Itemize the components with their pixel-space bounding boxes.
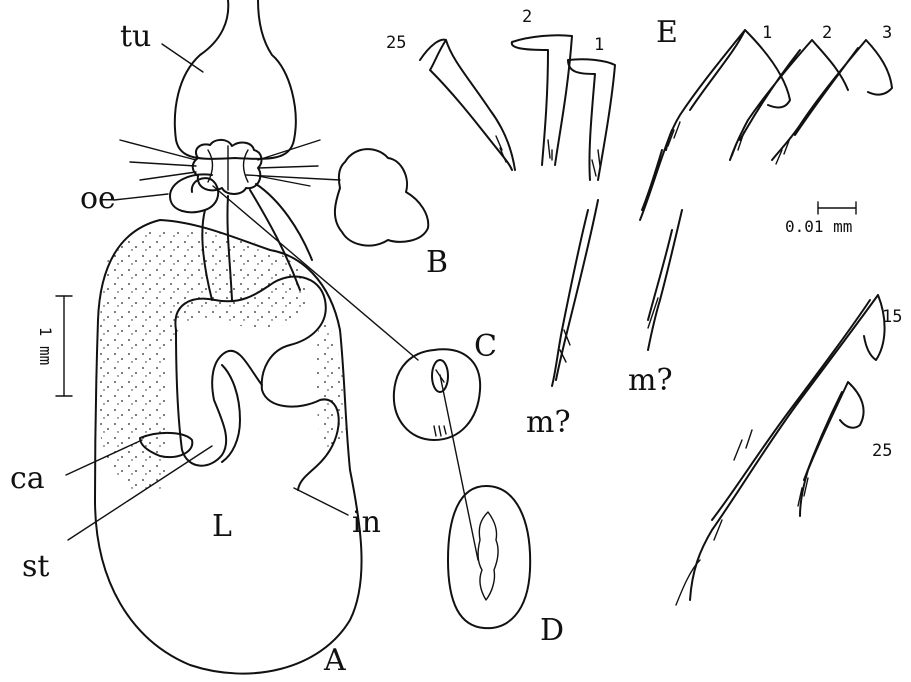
num-2-right: 2 [822, 23, 832, 43]
left-scale-bar: 1 mm [36, 296, 72, 396]
seta-mid [640, 130, 672, 220]
label-m-left: m? [526, 405, 571, 440]
stomach-outline [176, 330, 262, 466]
figure-a-body [95, 0, 362, 674]
label-E: E [656, 15, 678, 50]
seta-m-a [552, 200, 598, 386]
label-L: L [212, 509, 232, 544]
seta-15 [690, 295, 885, 600]
seta-1-a [568, 59, 615, 180]
figure-b-outline [335, 149, 428, 245]
label-A: A [323, 643, 346, 678]
seta-2-a [512, 35, 572, 165]
label-in: in [352, 505, 381, 540]
num-1-top: 1 [594, 35, 604, 55]
num-2-top: 2 [522, 7, 532, 27]
num-25-bottom: 25 [872, 441, 892, 461]
stippled-region [98, 229, 310, 493]
seta-25-b [800, 382, 864, 516]
oesophagus [170, 174, 218, 212]
label-m-right: m? [628, 363, 673, 398]
stippled-region-2 [317, 310, 346, 450]
num-3-right: 3 [882, 23, 892, 43]
label-B: B [426, 245, 448, 280]
label-D: D [540, 613, 564, 648]
left-scale-label: 1 mm [36, 327, 55, 366]
label-tu: tu [120, 19, 151, 54]
right-scale-label: 0.01 mm [785, 217, 852, 236]
tube-outline [175, 0, 296, 159]
label-st: st [22, 549, 49, 584]
num-1-right: 1 [762, 23, 772, 43]
label-oe: oe [80, 181, 116, 216]
label-C: C [474, 329, 497, 364]
num-15: 15 [882, 307, 902, 327]
label-ca: ca [10, 461, 45, 496]
figure-e-setae: 0.01 mm [420, 30, 892, 605]
num-25-top: 25 [386, 33, 406, 53]
figure-d [448, 486, 530, 628]
seta-m-b [648, 210, 682, 350]
figure-c [394, 349, 480, 440]
right-scale-bar: 0.01 mm [785, 202, 856, 236]
